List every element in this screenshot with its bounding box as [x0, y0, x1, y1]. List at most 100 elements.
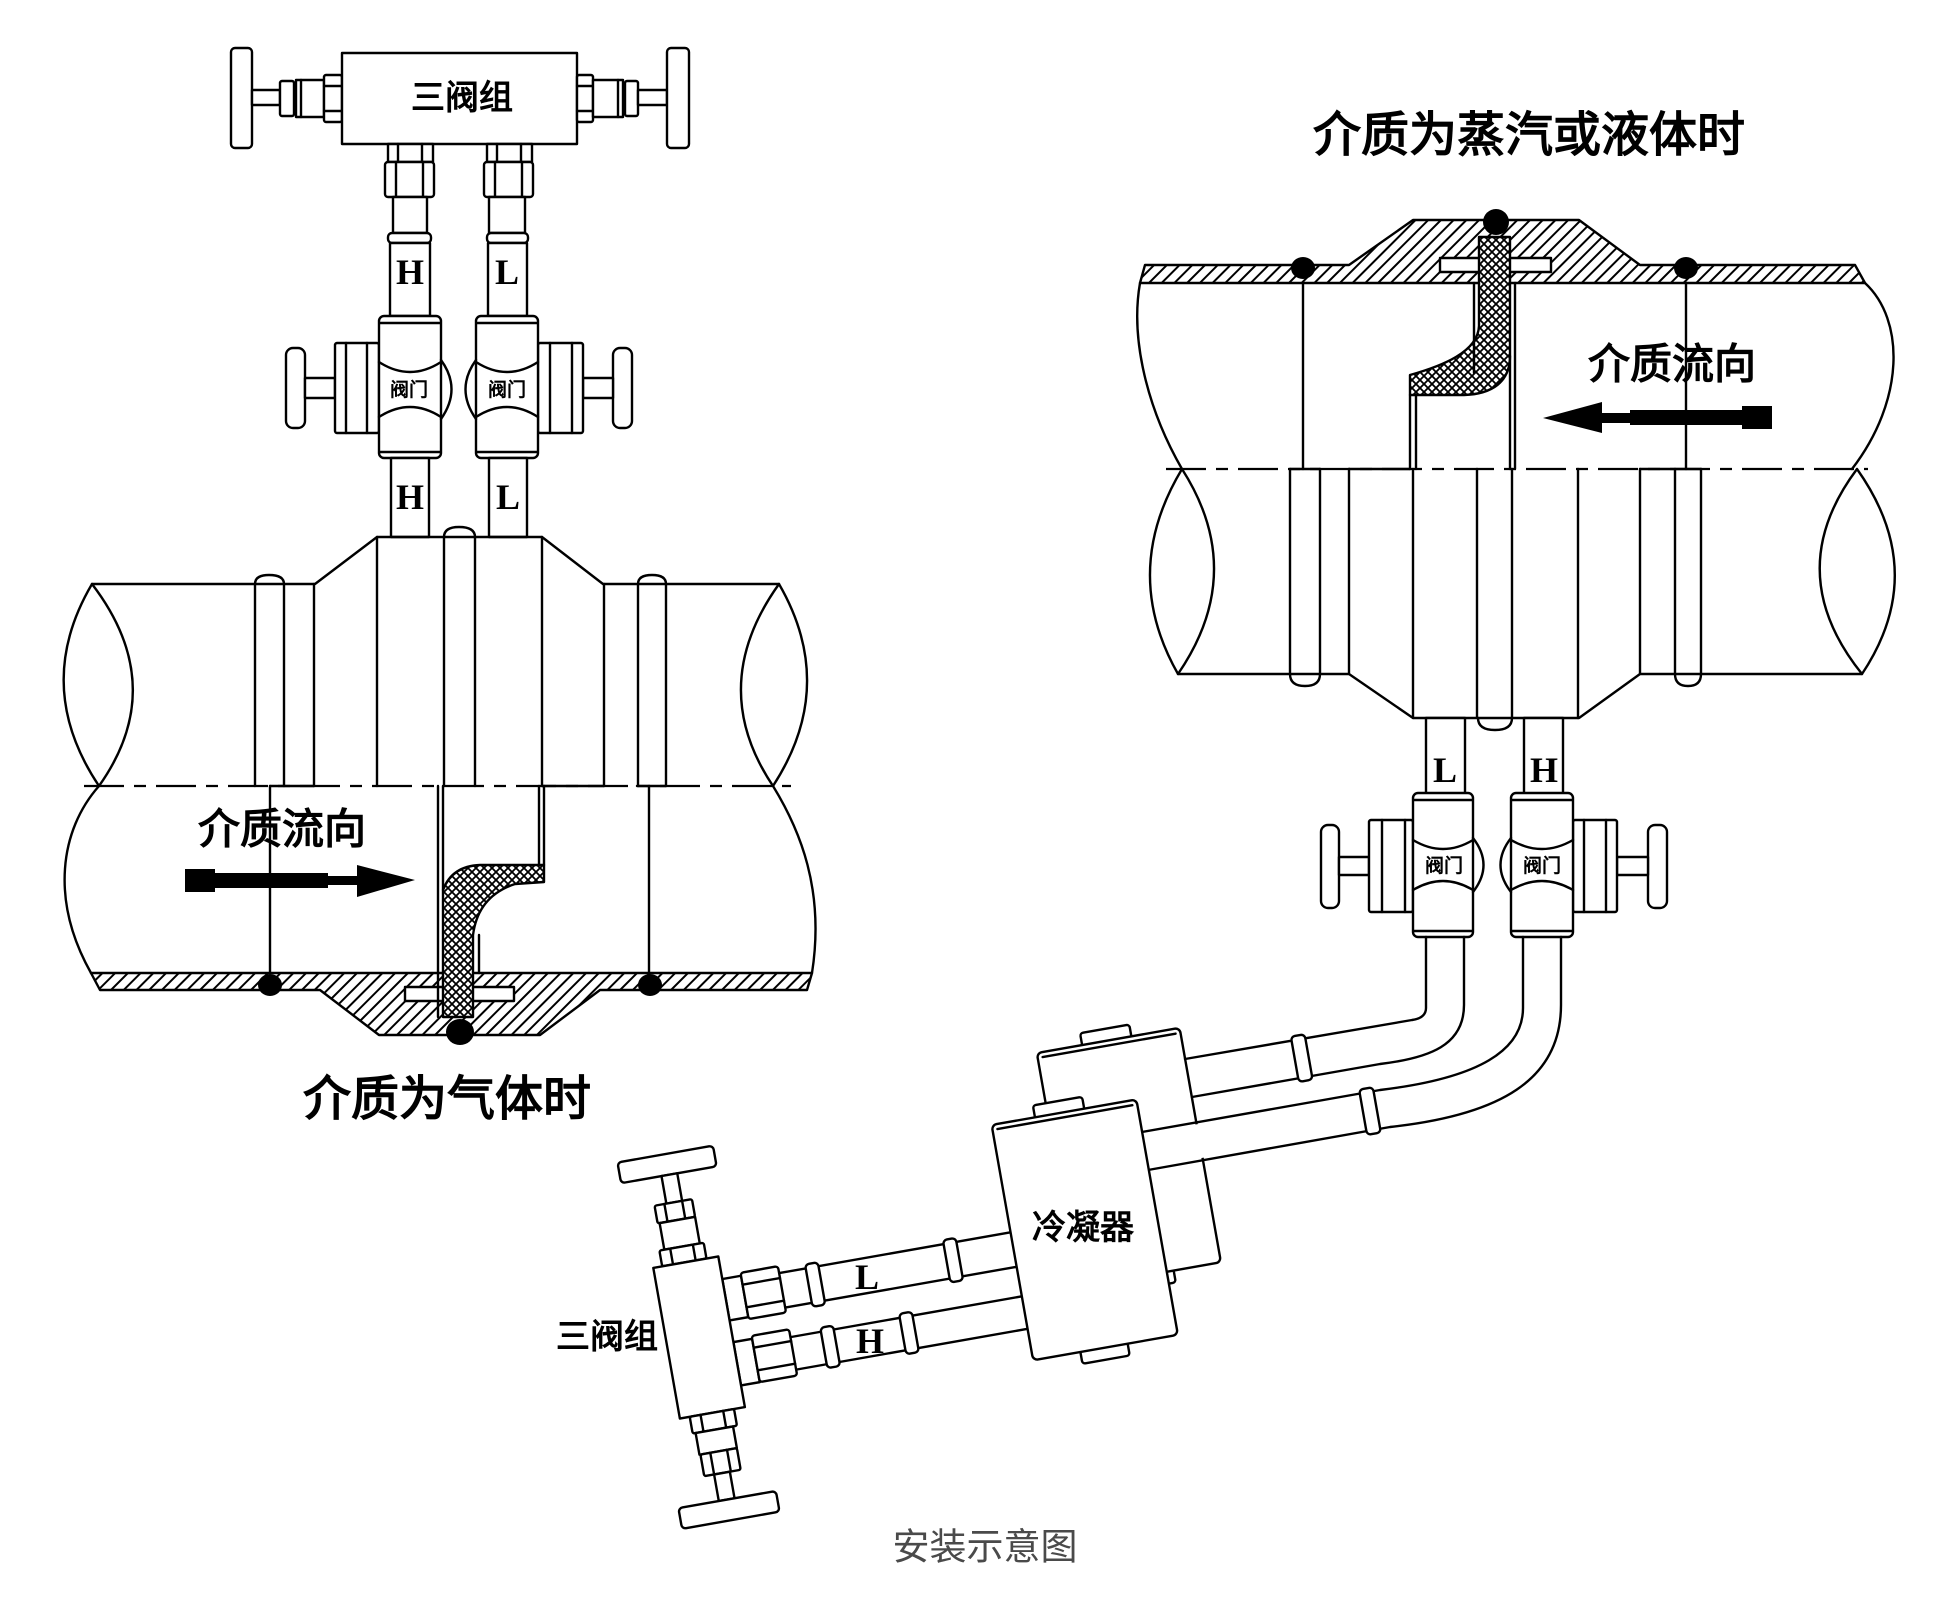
manifold-low-pressure-line: [721, 1231, 1018, 1322]
manifold-body: [340, 51, 579, 146]
impulse-tube: [391, 195, 429, 235]
valve-body: [1509, 791, 1575, 939]
fitting-detail: [495, 142, 523, 164]
tube-label-high: H: [1530, 750, 1558, 790]
weld-dot: [1674, 257, 1698, 279]
valve-bonnet: [536, 341, 585, 435]
pipe-break-left-upper: [62, 582, 134, 788]
hex-nut-detail: [322, 84, 344, 113]
lock-nut: [278, 79, 296, 118]
weld-dot: [446, 1019, 474, 1045]
flange-lines-lower: [1288, 467, 1703, 720]
condenser-edge-detail: [1041, 1032, 1177, 1059]
tube-fitting: [485, 142, 534, 164]
valve-stem: [1337, 855, 1371, 877]
condenser-manifold-assembly: [616, 1033, 1382, 1530]
pipe-top-outline: [90, 535, 781, 586]
orifice-plate: [441, 863, 546, 1019]
gas-case-diagram: 三阀组 H 阀门 H: [62, 46, 817, 1127]
gas-high-pressure-line: H 阀门 H: [284, 142, 453, 539]
gas-case-title: 介质为气体时: [303, 1071, 591, 1127]
tube-band: [386, 231, 433, 245]
tube-label-low: L: [1433, 750, 1457, 790]
condenser-edge-detail: [996, 1104, 1134, 1131]
handwheel-icon: [1319, 823, 1341, 910]
tube-label-high: H: [856, 1321, 884, 1361]
bottom-three-valve-manifold: [616, 1145, 781, 1530]
tube-label-high: H: [396, 252, 424, 292]
handwheel-icon: [665, 46, 691, 150]
steam-high-pressure-valve: H 阀门: [1499, 716, 1669, 939]
valve-body-detail: [1411, 798, 1485, 933]
valve-stem: [581, 376, 615, 400]
impulse-tube: [486, 241, 529, 318]
bonnet-detail: [1582, 818, 1608, 914]
tube-crossing-mask: [1131, 1121, 1217, 1170]
handwheel-icon: [284, 346, 307, 430]
tube-band: [804, 1261, 826, 1308]
tube-band: [1290, 1033, 1314, 1083]
tube-label-high: H: [396, 477, 424, 517]
tube-label-low: L: [495, 252, 519, 292]
pipe-break-left-upper: [1136, 281, 1184, 471]
impulse-tube: [1522, 716, 1565, 798]
nut-detail: [394, 160, 425, 199]
front-condenser: [991, 1096, 1179, 1365]
manifold-high-pressure-line: [732, 1295, 1029, 1387]
bent-tube-high-pressure: [1140, 935, 1563, 1172]
nut-detail: [663, 1199, 687, 1223]
tube-band: [898, 1311, 920, 1355]
tube-band: [1358, 1086, 1382, 1136]
tube-band: [819, 1324, 841, 1369]
handwheel-icon: [1646, 823, 1669, 910]
figure-caption: 安装示意图: [893, 1526, 1078, 1569]
lock-nut: [699, 1447, 742, 1478]
flow-direction-label: 介质流向: [1588, 340, 1756, 389]
valve-label: 阀门: [1425, 854, 1463, 877]
valve-stem: [1615, 855, 1650, 877]
bonnet-detail: [1380, 818, 1407, 914]
valve-body: [1411, 791, 1475, 939]
weld-dot: [638, 974, 662, 996]
tube-label-low: L: [496, 477, 520, 517]
hex-nut-detail: [699, 1409, 728, 1433]
gas-top-three-valve-manifold: 三阀组: [229, 46, 691, 150]
valve-stem: [303, 376, 337, 400]
hex-nut: [322, 73, 344, 124]
steam-liquid-case-title: 介质为蒸汽或液体时: [1313, 107, 1745, 163]
valve-bonnet: [1571, 818, 1619, 914]
tube-fitting: [386, 142, 435, 164]
valve-stem: [250, 88, 282, 107]
impulse-tube: [1424, 716, 1467, 798]
valve-stem: [712, 1470, 736, 1503]
steam-low-pressure-valve: L 阀门: [1319, 716, 1485, 939]
gas-pipe-section: 介质流向: [62, 525, 817, 1045]
weld-dot: [1291, 257, 1315, 279]
nut-detail: [741, 1276, 786, 1309]
pipe-break-right-lower: [1818, 467, 1896, 676]
handwheel-icon: [677, 1490, 781, 1530]
weld-dot: [1483, 209, 1509, 235]
steam-liquid-case-diagram: 介质为蒸汽或液体时 介质流向 L: [556, 107, 1896, 1530]
weld-bead: [253, 525, 668, 586]
handwheel-icon: [229, 46, 254, 150]
valve-label: 阀门: [1523, 854, 1561, 877]
valve-body-detail: [464, 321, 540, 454]
valve-bonnet: [333, 341, 381, 435]
manifold-label: 三阀组: [556, 1317, 658, 1357]
bonnet-detail: [548, 341, 574, 435]
flange-lines-upper: [1301, 281, 1688, 471]
hex-nut: [575, 73, 595, 124]
pipe-break-right-upper: [1850, 281, 1895, 471]
tube-nut: [482, 160, 535, 199]
handwheel-icon: [611, 346, 634, 430]
flow-direction-label: 介质流向: [198, 805, 366, 854]
gas-low-pressure-line: L 阀门 L: [464, 142, 634, 539]
condenser-label: 冷凝器: [1032, 1208, 1135, 1248]
pipe-break-right-lower: [771, 784, 817, 975]
tube-label-low: L: [855, 1257, 879, 1297]
weld-dot: [258, 974, 282, 996]
tube-nut: [750, 1328, 798, 1383]
impulse-tube: [388, 241, 432, 318]
